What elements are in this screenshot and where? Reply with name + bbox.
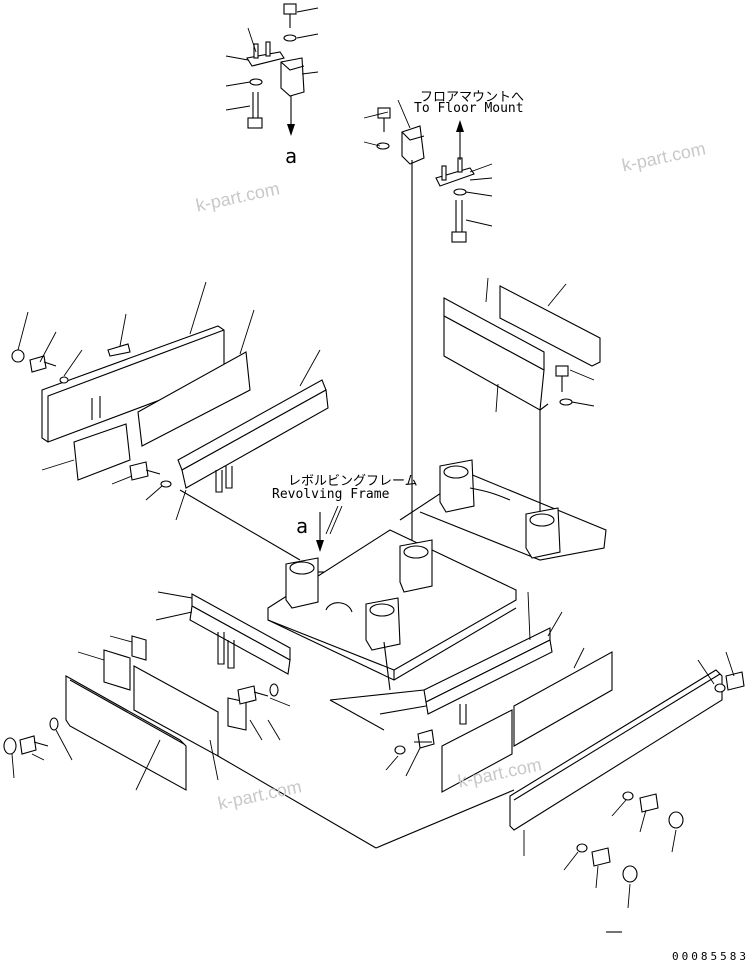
floor-mount-assembly [363, 99, 493, 630]
floor-mount-label-jp: フロアマウントへ [420, 90, 525, 105]
top-bracket-assembly [225, 3, 319, 136]
left-lower-cover-group [3, 591, 377, 849]
revolving-frame [267, 459, 607, 691]
floor-mount-label-en: To Floor Mount [414, 101, 524, 116]
revolving-frame-label-jp: レボルビングフレーム [288, 474, 418, 489]
reference-mark-a-top: a [285, 144, 298, 168]
revolving-frame-label-en: Revolving Frame [272, 487, 390, 502]
left-upper-cover-group [11, 281, 329, 561]
reference-mark-a-frame: a [296, 514, 309, 538]
right-lower-cover-group [329, 591, 745, 933]
part-number: 00085583 [672, 950, 749, 963]
right-upper-cover-group [443, 277, 601, 520]
